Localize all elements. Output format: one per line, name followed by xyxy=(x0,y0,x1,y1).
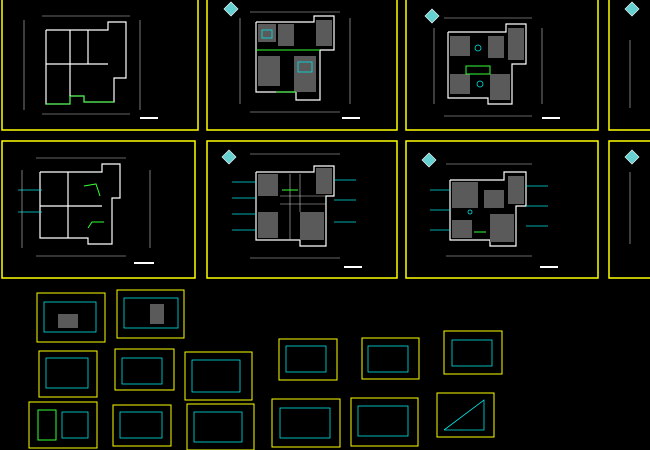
elevation-sheet[interactable] xyxy=(361,337,420,380)
sheet-plan-original-mid[interactable] xyxy=(1,140,196,279)
sheet-plan-original-top[interactable] xyxy=(1,0,199,131)
floor-tile-grid xyxy=(280,174,326,240)
logo-icon xyxy=(221,149,237,165)
elevation-sheet[interactable] xyxy=(184,351,253,401)
logo-icon xyxy=(624,149,640,165)
elevation-sheet[interactable] xyxy=(278,338,338,381)
sheet-plan-floor-mid[interactable] xyxy=(206,140,398,279)
elevation-sheet[interactable] xyxy=(112,404,172,447)
sheet-plan-lighting-top[interactable] xyxy=(405,0,599,131)
elevation-sheet[interactable] xyxy=(38,350,98,398)
elevation-sheet[interactable] xyxy=(436,392,495,438)
elevation-sheets xyxy=(28,289,503,450)
elevation-sheet[interactable] xyxy=(116,289,185,339)
elevation-sheet[interactable] xyxy=(114,348,175,391)
elevation-sheet[interactable] xyxy=(350,397,419,447)
sheet-plan-partial-top[interactable] xyxy=(608,0,650,131)
sheet-plan-furnished-top[interactable] xyxy=(206,0,398,131)
elevation-sheet[interactable] xyxy=(271,398,341,448)
sheet-plan-ceiling-mid[interactable] xyxy=(405,140,599,279)
logo-icon xyxy=(421,152,437,168)
logo-icon xyxy=(424,8,440,24)
sheet-plan-partial-mid[interactable] xyxy=(608,140,650,279)
elevation-sheet[interactable] xyxy=(443,330,503,375)
logo-icon xyxy=(223,1,239,17)
elevation-sheet[interactable] xyxy=(186,403,255,450)
elevation-sheet[interactable] xyxy=(36,292,106,343)
elevation-sheet[interactable] xyxy=(28,401,98,449)
logo-icon xyxy=(624,1,640,17)
